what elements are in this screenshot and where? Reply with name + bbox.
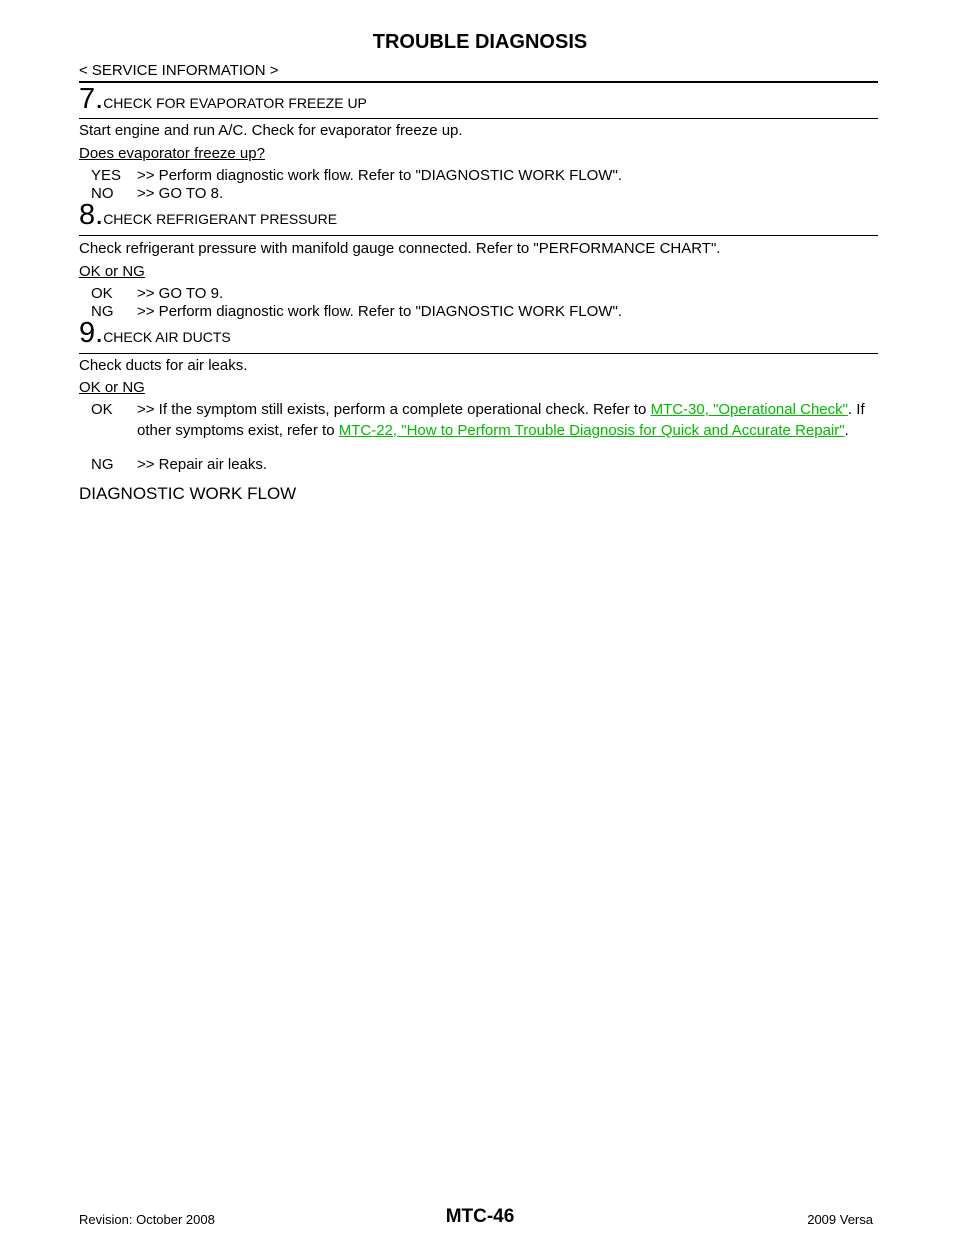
step-9-instruction: Check ducts for air leaks.	[79, 357, 248, 374]
step-number: 9.	[79, 317, 104, 349]
answer-key: NG	[91, 303, 114, 320]
step-title: CHECK REFRIGERANT PRESSURE	[103, 211, 338, 227]
step-9-heading: 9.CHECK AIR DUCTS	[79, 317, 231, 350]
answer-key: NG	[91, 456, 114, 473]
step-8-heading: 8.CHECK REFRIGERANT PRESSURE	[79, 199, 337, 232]
step-8-instruction: Check refrigerant pressure with manifold…	[79, 240, 721, 257]
answer-key: OK	[91, 285, 113, 302]
footer-revision: Revision: October 2008	[79, 1212, 215, 1227]
step-8-question: OK or NG	[79, 263, 145, 280]
answer-text: >> Perform diagnostic work flow. Refer t…	[137, 167, 622, 184]
footer-page-number: MTC-46	[445, 1206, 515, 1227]
diagnostic-work-flow-heading: DIAGNOSTIC WORK FLOW	[79, 484, 297, 503]
step-7-heading: 7.CHECK FOR EVAPORATOR FREEZE UP	[79, 83, 367, 116]
link-operational-check[interactable]: MTC-30, "Operational Check"	[650, 401, 848, 418]
answer-text: >> Repair air leaks.	[137, 456, 268, 473]
answer-key: NO	[91, 185, 114, 202]
answer-text: >> Perform diagnostic work flow. Refer t…	[137, 303, 622, 320]
step-rule	[79, 118, 878, 119]
step-9-question: OK or NG	[79, 379, 145, 396]
answer-text: >> GO TO 9.	[137, 285, 224, 302]
step-number: 8.	[79, 199, 104, 231]
footer-model: 2009 Versa	[807, 1212, 873, 1227]
answer-text: >> GO TO 8.	[137, 185, 224, 202]
step-rule	[79, 353, 878, 354]
step-7-question: Does evaporator freeze up?	[79, 145, 265, 162]
link-how-to-perform-trouble-diagnosis[interactable]: MTC-22, "How to Perform Trouble Diagnosi…	[338, 422, 845, 439]
step-rule	[79, 235, 878, 236]
step-title: CHECK FOR EVAPORATOR FREEZE UP	[103, 95, 367, 111]
answer-text: >> If the symptom still exists, perform …	[137, 401, 865, 439]
step-7-instruction: Start engine and run A/C. Check for evap…	[79, 122, 463, 139]
header-rule	[79, 81, 878, 83]
step-title: CHECK AIR DUCTS	[103, 329, 231, 345]
section-tag: < SERVICE INFORMATION >	[79, 62, 279, 79]
step-number: 7.	[79, 83, 104, 115]
answer-key: YES	[91, 167, 122, 184]
answer-key: OK	[91, 401, 113, 418]
page-title: TROUBLE DIAGNOSIS	[372, 31, 588, 53]
